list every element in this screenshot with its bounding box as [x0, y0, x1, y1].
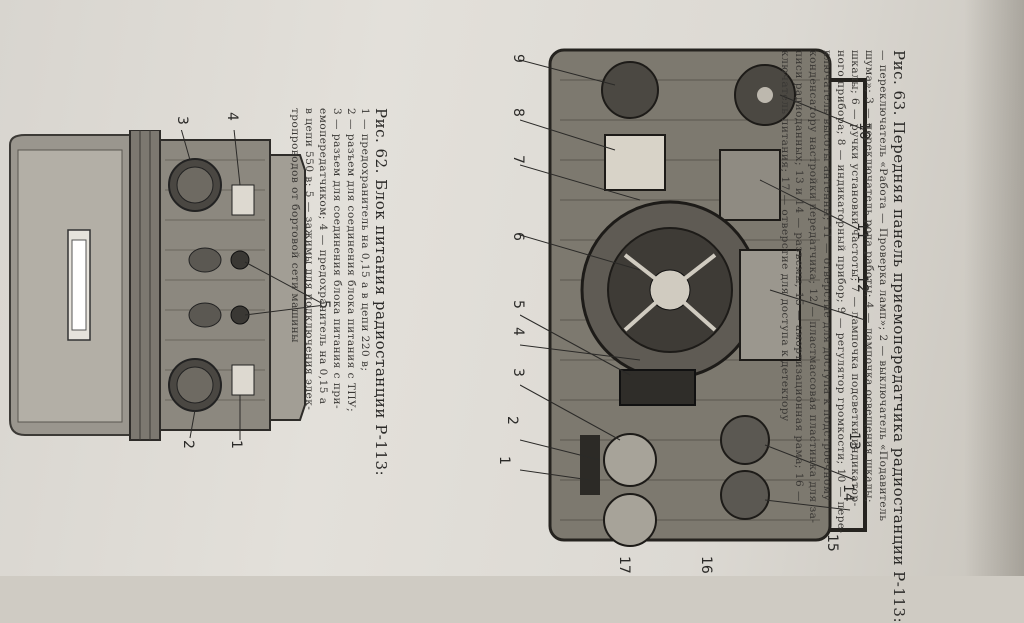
- legend-line: ного прибора; 8 — индикаторный прибор; 9…: [835, 50, 847, 534]
- legend-line: 1 — предохранитель на 0,15 а в цепи 220 …: [359, 108, 371, 372]
- legend-line: ключатель питания; 17 — отверстие для до…: [779, 50, 791, 422]
- legend-line: ключатель высоты антенны; 11 — отверстие…: [821, 50, 833, 502]
- fig63-callout-17: 17: [616, 556, 632, 574]
- figure-62-power-unit-drawing: [9, 130, 320, 441]
- fig63-callout-7: 7: [510, 155, 526, 164]
- fig62-callout-4: 4: [224, 112, 240, 121]
- legend-line: шкалы; 6 — ручки установки частоты; 7 — …: [849, 50, 861, 507]
- figure-62-caption: Рис. 62. Блок питания радиостанции Р-113…: [372, 108, 390, 477]
- fig62-callout-1: 1: [228, 440, 244, 449]
- fig63-callout-16: 16: [698, 556, 714, 574]
- fig63-callout-4: 4: [510, 327, 526, 336]
- legend-line: 3 — разъем для соединения блока питания …: [331, 108, 343, 410]
- legend-line: — переключатель «Работа — Проверка ламп»…: [877, 50, 889, 522]
- fig63-callout-1: 1: [496, 456, 512, 465]
- fig63-callout-2: 2: [504, 416, 520, 425]
- page-edge-shadow: [964, 0, 1024, 576]
- figure-63-caption-block: Рис. 63. Передняя панель приемопередатчи…: [778, 50, 908, 623]
- figure-62-legend: 1 — предохранитель на 0,15 а в цепи 220 …: [288, 108, 372, 476]
- fig62-callout-3: 3: [174, 116, 190, 125]
- fig63-callout-8: 8: [510, 108, 526, 117]
- legend-line: писи радиоданных; 13 и 14 — разъемы; 15 …: [793, 50, 805, 503]
- fig63-callout-3: 3: [510, 368, 526, 377]
- fig63-callout-9: 9: [510, 54, 526, 63]
- fig63-callout-5: 5: [510, 300, 526, 309]
- figure-63-transceiver-panel-drawing: [520, 48, 867, 547]
- fig63-callout-6: 6: [510, 232, 526, 241]
- figure-63-legend: — переключатель «Работа — Проверка ламп»…: [778, 50, 890, 623]
- figure-63-caption: Рис. 63. Передняя панель приемопередатчи…: [890, 50, 908, 623]
- legend-line: конденсатору настройки передатчика; 12 —…: [807, 50, 819, 524]
- fig62-callout-2: 2: [180, 440, 196, 449]
- legend-line: тропроводов от бортовой сети машины: [289, 108, 301, 343]
- figure-62-caption-block: Рис. 62. Блок питания радиостанции Р-113…: [288, 108, 390, 476]
- legend-line: в цепи 550 в; 5 — зажимы для подключения…: [303, 108, 315, 411]
- legend-line: шума»; 3 — переключатель рода работы; 4 …: [863, 50, 875, 504]
- legend-line: 2 — разъем для соединения блока питания …: [345, 108, 357, 413]
- legend-line: емопередатчиком; 4 — предохранитель на 0…: [317, 108, 329, 405]
